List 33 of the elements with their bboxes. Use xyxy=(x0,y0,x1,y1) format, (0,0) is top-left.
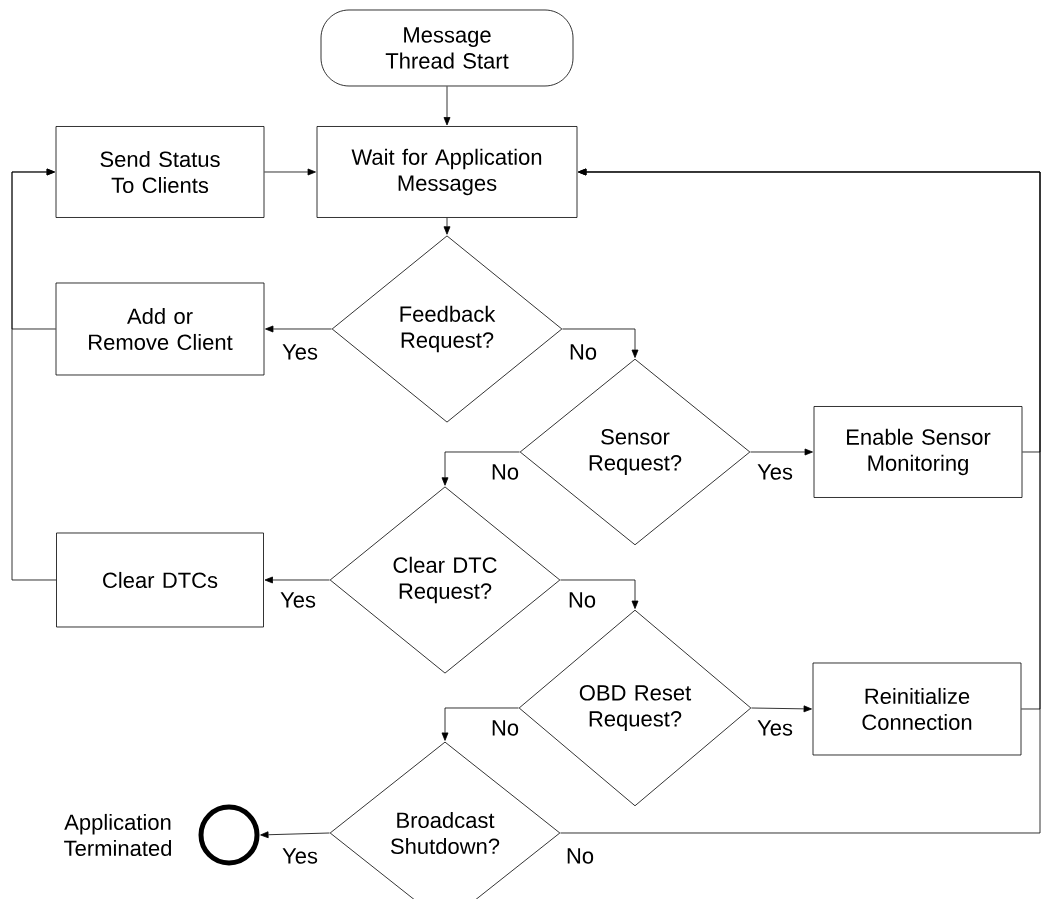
arrow xyxy=(560,168,1041,834)
edge-label: No xyxy=(489,719,521,737)
edge-label: Yes xyxy=(756,719,794,737)
start-terminal: Message Thread Start xyxy=(320,9,574,87)
arrow xyxy=(264,168,316,176)
end-circle xyxy=(198,804,260,866)
arrow xyxy=(11,168,57,581)
process-box: Clear DTCs xyxy=(56,532,264,628)
edge-label: Yes xyxy=(281,343,319,361)
edge-label: No xyxy=(489,463,521,481)
arrow xyxy=(443,217,451,235)
end-label: Application Terminated xyxy=(64,813,171,857)
edge-label: Yes xyxy=(756,463,794,481)
edge-label: No xyxy=(564,847,596,865)
process-box: Reinitialize Connection xyxy=(812,662,1022,756)
arrow xyxy=(441,451,520,486)
process-box: Enable Sensor Monitoring xyxy=(813,406,1023,498)
arrow xyxy=(750,448,813,456)
edge-label: No xyxy=(566,591,598,609)
arrow xyxy=(751,705,812,713)
arrow xyxy=(560,579,639,609)
arrow xyxy=(265,325,332,333)
process-box: Send Status To Clients xyxy=(55,126,265,218)
edge-label: Yes xyxy=(279,591,317,609)
process-box: Wait for Application Messages xyxy=(316,126,578,218)
arrow xyxy=(260,831,330,839)
edge-label: No xyxy=(567,343,599,361)
arrow xyxy=(443,86,451,126)
process-box: Add or Remove Client xyxy=(55,282,265,376)
edge-label: Yes xyxy=(281,847,319,865)
arrow xyxy=(441,707,519,741)
arrow xyxy=(562,328,639,358)
arrow xyxy=(264,576,330,584)
